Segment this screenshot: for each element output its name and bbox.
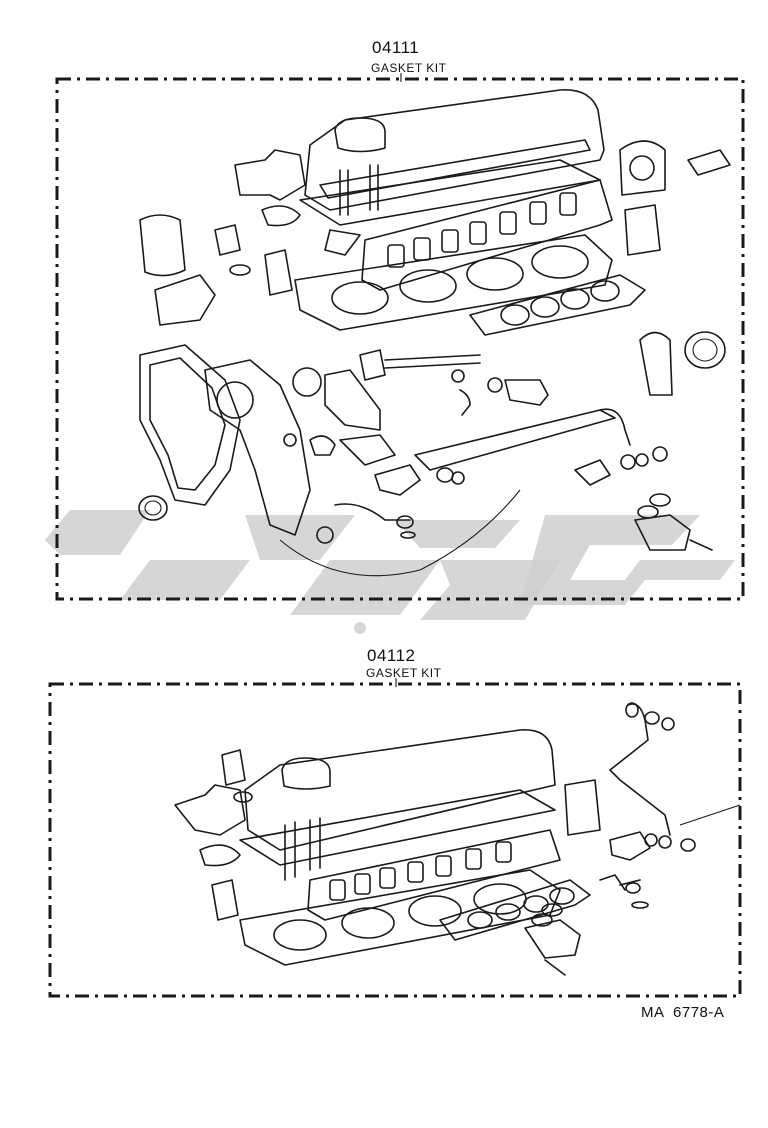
watermark-logo	[45, 510, 735, 634]
head-cover-2	[244, 729, 556, 851]
head-gasket	[294, 234, 613, 331]
water-pump-gasket	[204, 359, 311, 536]
water-outlet	[234, 149, 306, 201]
crank-seal	[138, 495, 168, 521]
head-gasket-2	[239, 869, 561, 966]
kit-04111-name: GASKET KIT	[371, 61, 447, 75]
kit-frame-04112	[48, 682, 742, 998]
reference-code: MA 6778-A	[641, 1004, 725, 1021]
kit-04111-parts	[138, 89, 731, 577]
kit-04112-name: GASKET KIT	[366, 666, 442, 680]
kit-04112-parts	[174, 702, 741, 976]
cover-gasket	[299, 159, 601, 226]
oil-cap	[334, 117, 386, 153]
rear-seal	[639, 331, 673, 396]
thermostat	[214, 224, 241, 256]
kit-frame-04111	[55, 77, 745, 601]
cover-gasket-2	[239, 789, 556, 866]
round-gasket-right	[619, 140, 666, 196]
small-flange-gasket	[264, 249, 293, 296]
fuel-rail	[414, 409, 616, 471]
head-cover	[304, 89, 605, 211]
fuel-pump	[324, 369, 381, 431]
manifold-gasket	[361, 179, 613, 291]
timing-cover-gasket	[139, 344, 241, 506]
exhaust-gasket	[469, 274, 646, 336]
kit-04111-part-number: 04111	[372, 38, 420, 57]
kit-04112-part-number: 04112	[367, 646, 416, 665]
oil-filter	[139, 214, 186, 277]
